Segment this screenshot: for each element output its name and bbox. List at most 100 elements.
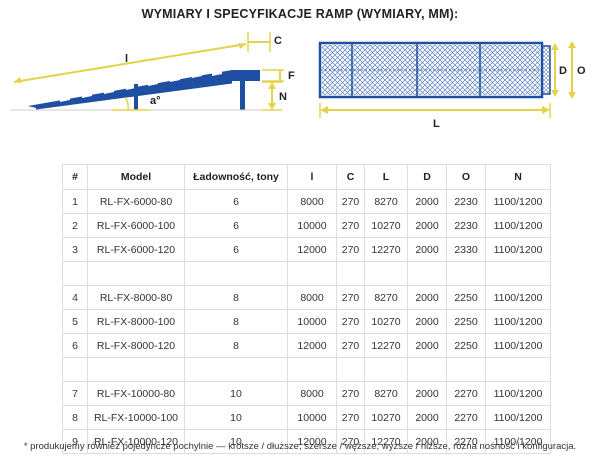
col-header: L xyxy=(364,164,408,190)
table-cell: 1100/1200 xyxy=(485,381,551,406)
table-cell: 2000 xyxy=(407,333,447,358)
table-cell: RL-FX-6000-100 xyxy=(87,213,185,238)
table-cell: 12000 xyxy=(287,333,337,358)
table-cell: 2000 xyxy=(407,405,447,430)
col-header: Ładowność, tony xyxy=(184,164,288,190)
table-cell xyxy=(287,261,337,286)
table-cell xyxy=(364,261,408,286)
table-cell: 10 xyxy=(184,381,288,406)
table-cell xyxy=(184,261,288,286)
table-cell: 4 xyxy=(62,285,88,310)
table-cell: 2250 xyxy=(446,285,486,310)
table-cell: 10000 xyxy=(287,309,337,334)
dim-n-label: N xyxy=(279,91,287,103)
table-cell: RL-FX-10000-80 xyxy=(87,381,185,406)
table-cell xyxy=(336,357,365,382)
table-cell: RL-FX-8000-100 xyxy=(87,309,185,334)
dim-c-label: C xyxy=(274,35,282,47)
table-group-separator xyxy=(62,261,551,286)
table-cell xyxy=(184,357,288,382)
table-cell: 8 xyxy=(184,285,288,310)
table-cell: 3 xyxy=(62,237,88,262)
table-cell: 1100/1200 xyxy=(485,189,551,214)
table-cell: 2270 xyxy=(446,381,486,406)
table-cell: 2000 xyxy=(407,189,447,214)
table-cell xyxy=(62,261,88,286)
ramp-leg xyxy=(134,84,138,110)
table-cell xyxy=(87,261,185,286)
table-cell: 1100/1200 xyxy=(485,309,551,334)
table-cell: 1100/1200 xyxy=(485,333,551,358)
table-cell xyxy=(287,357,337,382)
col-header: # xyxy=(62,164,88,190)
table-cell: RL-FX-10000-100 xyxy=(87,405,185,430)
col-header: Model xyxy=(87,164,185,190)
dim-f-label: F xyxy=(288,70,295,82)
table-cell: RL-FX-10000-120 xyxy=(87,429,185,454)
table-cell: 2270 xyxy=(446,429,486,454)
table-cell: 6 xyxy=(184,237,288,262)
table-cell: 2000 xyxy=(407,213,447,238)
page-title: WYMIARY I SPECYFIKACJE RAMP (WYMIARY, MM… xyxy=(141,7,459,21)
table-cell: 8270 xyxy=(364,285,408,310)
table-cell xyxy=(62,357,88,382)
table-cell: 8 xyxy=(184,333,288,358)
table-cell: 270 xyxy=(336,405,365,430)
col-header: N xyxy=(485,164,551,190)
table-cell: 10270 xyxy=(364,405,408,430)
col-header: l xyxy=(287,164,337,190)
footnote: * produkujemy również pojedyncze pochyln… xyxy=(23,441,577,452)
table-cell: 1100/1200 xyxy=(485,429,551,454)
table-cell xyxy=(87,357,185,382)
table-cell: 8270 xyxy=(364,381,408,406)
table-cell: 1100/1200 xyxy=(485,285,551,310)
table-cell: RL-FX-8000-80 xyxy=(87,285,185,310)
table-cell: RL-FX-8000-120 xyxy=(87,333,185,358)
table-cell: 270 xyxy=(336,237,365,262)
table-cell: 270 xyxy=(336,309,365,334)
dim-big-l-label: L xyxy=(433,118,440,130)
table-cell: 12270 xyxy=(364,237,408,262)
angle-label: a° xyxy=(150,95,161,107)
table-cell: 2250 xyxy=(446,333,486,358)
table-cell xyxy=(446,261,486,286)
table-cell: 10270 xyxy=(364,213,408,238)
table-cell: 1100/1200 xyxy=(485,237,551,262)
table-cell: 2 xyxy=(62,213,88,238)
table-cell: 2330 xyxy=(446,237,486,262)
table-cell xyxy=(336,261,365,286)
table-cell: 2230 xyxy=(446,189,486,214)
table-cell: 2000 xyxy=(407,237,447,262)
table-cell: 270 xyxy=(336,189,365,214)
table-cell: RL-FX-6000-120 xyxy=(87,237,185,262)
table-cell: 2270 xyxy=(446,405,486,430)
table-cell: RL-FX-6000-80 xyxy=(87,189,185,214)
ramp-top-view xyxy=(318,41,576,118)
table-cell: 8000 xyxy=(287,381,337,406)
ramp-diagrams: l C F N a° D O L xyxy=(10,32,586,130)
ramp-leg xyxy=(240,80,245,110)
table-cell: 2000 xyxy=(407,381,447,406)
table-cell: 8 xyxy=(184,309,288,334)
ramp-side-view xyxy=(10,32,284,111)
table-cell xyxy=(485,261,551,286)
table-cell: 8270 xyxy=(364,189,408,214)
table-cell xyxy=(407,261,447,286)
table-cell: 10 xyxy=(184,405,288,430)
table-cell: 12270 xyxy=(364,429,408,454)
table-cell: 2000 xyxy=(407,285,447,310)
table-cell: 12270 xyxy=(364,333,408,358)
table-cell xyxy=(364,357,408,382)
table-cell: 6 xyxy=(184,213,288,238)
col-header: D xyxy=(407,164,447,190)
dim-d-label: D xyxy=(559,65,567,77)
table-cell xyxy=(407,357,447,382)
